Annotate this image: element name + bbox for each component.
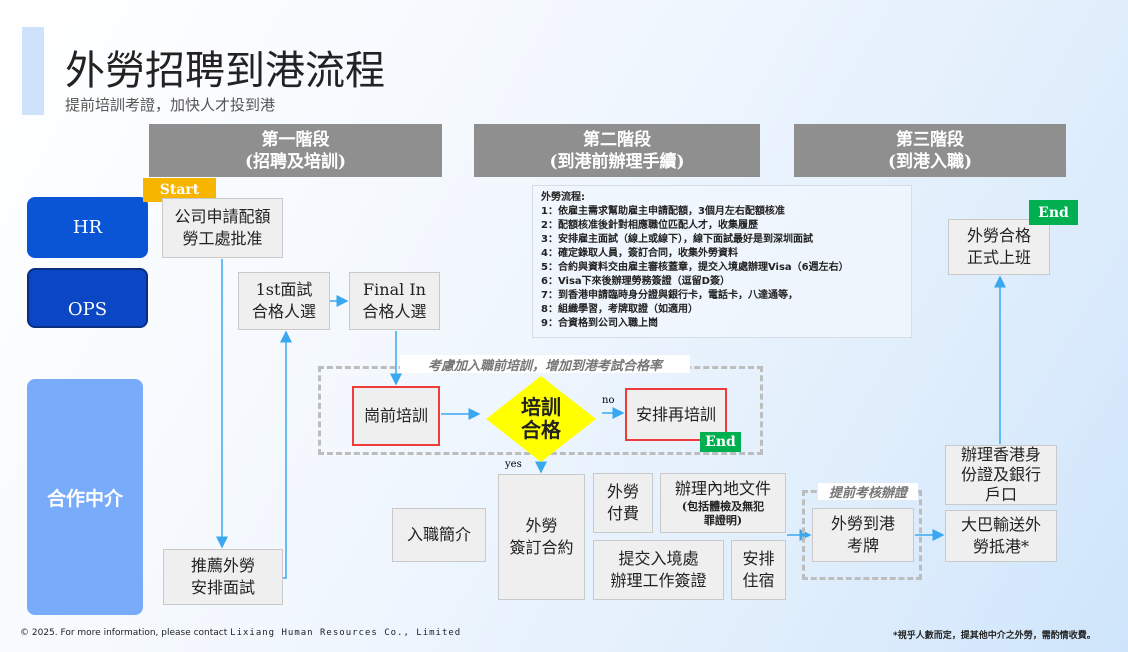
footer-company: Lixiang Human Resources Co., Limited <box>230 628 462 638</box>
lane-agent: 合作中介 <box>27 379 143 615</box>
info-step: 5：合約與資料交由雇主審核蓋章，提交入境處辦理Visa（6週左右） <box>541 262 849 273</box>
training-group-label: 考慮加入職前培訓，增加到港考試合格率 <box>400 355 690 374</box>
phase-1-header: 第一階段 (招聘及培訓) <box>149 124 442 177</box>
contract-box: 外勞 簽訂合約 <box>498 474 585 600</box>
mainland-docs-note: (包括體檢及無犯 罪證明) <box>681 500 765 527</box>
info-step: 4：確定錄取人員，簽訂合同，收集外勞資料 <box>541 248 738 259</box>
retrain-box: 安排再培訓 <box>625 388 727 441</box>
info-step: 7：到香港申請臨時身分證與銀行卡，電話卡，八達通等， <box>541 290 798 301</box>
info-step: 1：依雇主需求幫助雇主申請配額，3個月左右配額核准 <box>541 206 785 217</box>
induction-box: 入職簡介 <box>392 508 486 562</box>
lane-hr: HR <box>27 197 148 258</box>
end-tag: End <box>1029 200 1078 225</box>
decision-label: 培訓 合格 <box>521 395 561 442</box>
bus-transfer-box: 大巴輸送外 勞抵港* <box>945 510 1057 562</box>
certification-group-label: 提前考核辦證 <box>818 483 918 501</box>
mainland-docs-title: 辦理內地文件 <box>674 479 771 498</box>
recommend-box: 推薦外勞 安排面試 <box>163 549 283 605</box>
final-interview-box: Final In 合格人選 <box>349 272 440 330</box>
apply-quota-box: 公司申請配額 勞工處批准 <box>162 198 283 258</box>
payment-box: 外勞 付費 <box>593 473 653 533</box>
title-accent-bar <box>22 27 44 115</box>
phase-2-header: 第二階段 (到港前辦理手續) <box>474 124 760 177</box>
page-title: 外勞招聘到港流程 <box>65 48 385 94</box>
housing-box: 安排 住宿 <box>731 540 786 600</box>
pretraining-box: 崗前培訓 <box>352 386 440 446</box>
process-info-panel: 外勞流程: 1：依雇主需求幫助雇主申請配額，3個月左右配額核准 2：配額核准後針… <box>532 185 912 338</box>
footer-note: *視乎人數而定，提其他中介之外勞，需酌情收費。 <box>893 631 1096 641</box>
info-step: 6：Visa下來後辦理勞務簽證（逗留D簽） <box>541 276 730 287</box>
footer-contact: © 2025. For more information, please con… <box>20 628 461 638</box>
info-step: 8：組織學習，考牌取證（如適用） <box>541 304 698 315</box>
license-box: 外勞到港 考牌 <box>812 508 914 562</box>
start-work-box: 外勞合格 正式上班 <box>948 219 1050 275</box>
phase-3-header: 第三階段 (到港入職) <box>794 124 1066 177</box>
first-interview-box: 1st面試 合格人選 <box>238 272 330 330</box>
no-label: no <box>602 395 615 406</box>
mainland-docs-box: 辦理內地文件 (包括體檢及無犯 罪證明) <box>660 473 786 533</box>
info-step: 3：安排雇主面試（線上或線下），線下面試最好是到深圳面試 <box>541 234 813 245</box>
work-visa-box: 提交入境處 辦理工作簽證 <box>593 540 724 600</box>
info-step: 9：合資格到公司入職上崗 <box>541 318 658 329</box>
info-step: 2：配額核准後針對相應職位匹配人才，收集履歷 <box>541 220 758 231</box>
yes-label: yes <box>505 459 522 470</box>
footer-text: © 2025. For more information, please con… <box>20 628 228 638</box>
info-heading: 外勞流程: <box>541 192 585 203</box>
page-subtitle: 提前培訓考證，加快人才投到港 <box>65 96 276 114</box>
id-bank-box: 辦理香港身 份證及銀行 戶口 <box>945 445 1057 505</box>
lane-ops: OPS <box>27 268 148 328</box>
end-tag: End <box>700 432 741 452</box>
